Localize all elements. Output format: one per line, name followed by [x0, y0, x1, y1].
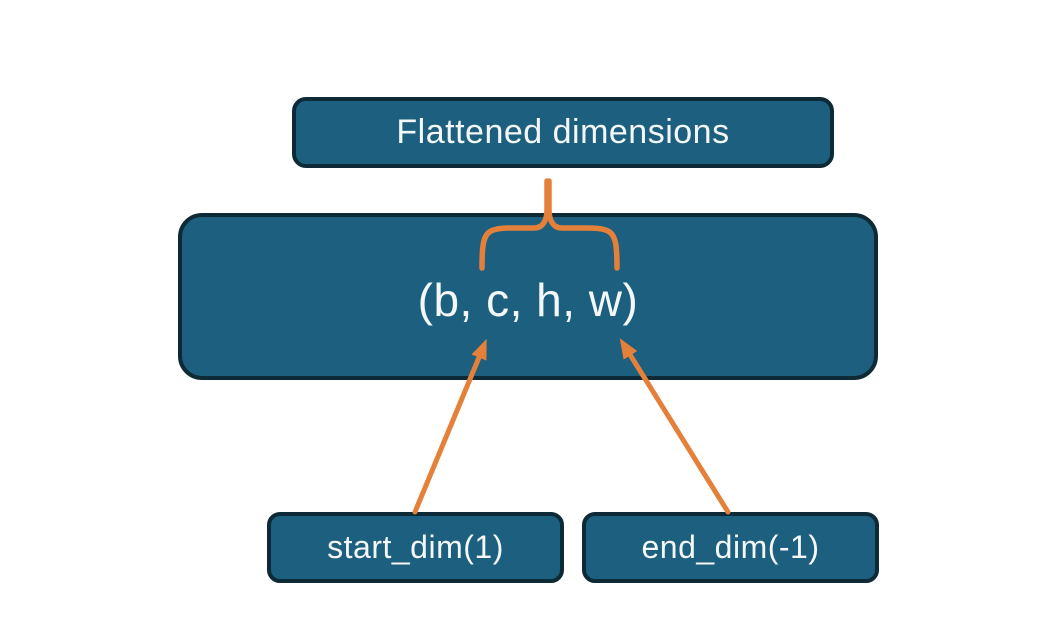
flattened-dimensions-label: Flattened dimensions — [396, 113, 730, 151]
start-dim-label: start_dim(1) — [327, 529, 504, 565]
end-dim-node: end_dim(-1) — [582, 512, 879, 583]
tensor-shape-node: (b, c, h, w) — [178, 213, 878, 380]
start-dim-node: start_dim(1) — [267, 512, 564, 583]
flattened-dimensions-node: Flattened dimensions — [292, 97, 834, 168]
tensor-shape-label: (b, c, h, w) — [417, 273, 639, 326]
end-dim-label: end_dim(-1) — [641, 529, 820, 565]
